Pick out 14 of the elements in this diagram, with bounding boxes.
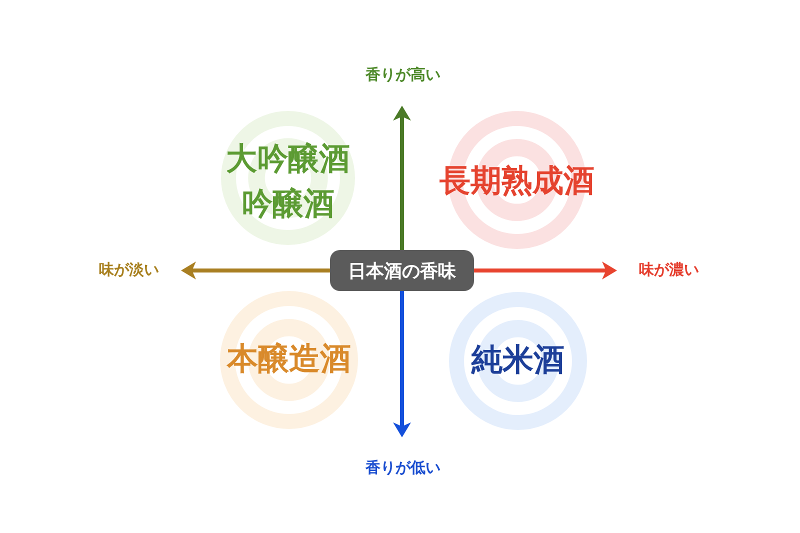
arrow xyxy=(393,291,411,438)
arrow xyxy=(393,106,411,250)
axis-label: 香りが低い xyxy=(366,459,440,477)
axis-label: 味が濃い xyxy=(639,261,699,279)
quadrant-label: 本醸造酒 xyxy=(227,342,351,378)
quadrant-label: 大吟醸酒 xyxy=(226,142,350,178)
center-box: 日本酒の香味 xyxy=(330,250,474,291)
quadrant-label: 吟醸酒 xyxy=(242,187,334,223)
arrow xyxy=(181,262,330,280)
quadrant-label: 純米酒 xyxy=(472,343,564,379)
quadrant-label: 長期熟成酒 xyxy=(440,164,594,200)
axis-label: 味が淡い xyxy=(99,261,159,279)
axis-label: 香りが高い xyxy=(366,66,440,84)
arrow xyxy=(474,262,617,280)
